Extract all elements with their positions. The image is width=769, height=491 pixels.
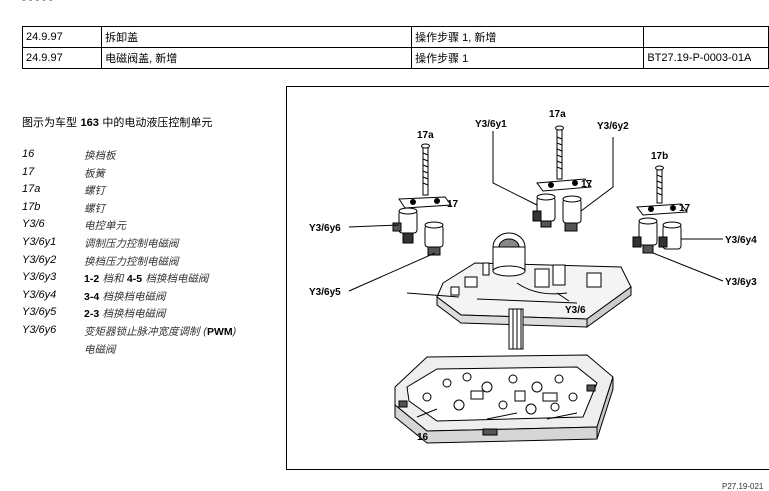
figure-caption: 图示为车型 163 中的电动液压控制单元 bbox=[22, 116, 213, 129]
legend-code: Y3/6 bbox=[22, 218, 45, 231]
list-item-continuation: 电磁阀 bbox=[22, 342, 284, 360]
solenoid-y4 bbox=[658, 221, 682, 250]
legend-description: 板簧 bbox=[84, 167, 105, 180]
list-item: 17a 螺钉 bbox=[22, 183, 284, 201]
screw-17a-top bbox=[555, 125, 564, 180]
label-17a-left: 17a bbox=[417, 130, 434, 141]
revision-ref bbox=[643, 26, 769, 48]
legend-code: Y3/6y3 bbox=[22, 271, 57, 284]
table-row: 24.9.97 拆卸盖 操作步骤 1, 新增 bbox=[21, 26, 769, 48]
label-y3: Y3/6y3 bbox=[725, 277, 757, 288]
screw-17b bbox=[655, 165, 664, 204]
label-y6: Y3/6y6 bbox=[309, 223, 341, 234]
revision-date: 24.9.97 bbox=[21, 26, 103, 48]
legend-description: 2-3 档换档电磁阀 bbox=[84, 308, 166, 321]
legend-code: Y3/6y4 bbox=[22, 288, 57, 301]
list-item: Y3/6 电控单元 bbox=[22, 218, 284, 236]
list-item: Y3/6y3 1-2 档和 4-5 档换档电磁阀 bbox=[22, 271, 284, 289]
legend-code: 16 bbox=[22, 148, 35, 160]
label-y2: Y3/6y2 bbox=[597, 121, 629, 132]
label-y4: Y3/6y4 bbox=[725, 235, 757, 246]
legend-description: 1-2 档和 4-5 档换档电磁阀 bbox=[84, 273, 209, 286]
control-unit-y36 bbox=[436, 232, 632, 350]
legend-code: Y3/6y2 bbox=[22, 253, 57, 266]
revision-ref: BT27.19-P-0003-01A bbox=[643, 47, 769, 69]
list-item: Y3/6y4 3-4 档换档电磁阀 bbox=[22, 289, 284, 307]
list-item: Y3/6y6 变矩器锁止脉冲宽度调制 (PWM) bbox=[22, 324, 284, 342]
label-17b: 17b bbox=[651, 151, 668, 162]
label-17-mid: 17 bbox=[581, 179, 593, 190]
list-item: 16 换档板 bbox=[22, 148, 284, 166]
legend-description: 换档板 bbox=[84, 150, 116, 162]
diagram-svg: 17a 17 Y3/6y6 Y3/6y5 17a Y3/6y1 Y3/6y2 1… bbox=[309, 109, 757, 444]
solenoid-y5 bbox=[424, 221, 444, 256]
list-item: Y3/6y1 调制压力控制电磁阀 bbox=[22, 236, 284, 254]
legend-description: 3-4 档换档电磁阀 bbox=[84, 290, 166, 303]
revision-table: 24.9.97 拆卸盖 操作步骤 1, 新增 24.9.97 电磁阀盖, 新增 … bbox=[21, 26, 769, 69]
shift-plate-16 bbox=[394, 354, 614, 444]
legend-code: Y3/6y1 bbox=[22, 235, 57, 248]
label-17a-top: 17a bbox=[549, 109, 566, 120]
figure-id: P27.19-021 bbox=[722, 482, 764, 491]
solenoid-y3 bbox=[632, 217, 658, 254]
legend-description: 螺钉 bbox=[84, 202, 105, 215]
revision-date: 24.9.97 bbox=[21, 47, 103, 69]
label-17-left: 17 bbox=[447, 199, 459, 210]
legend-description: 电磁阀 bbox=[84, 343, 116, 356]
label-y36: Y3/6 bbox=[565, 305, 586, 316]
legend-code: Y3/6y6 bbox=[22, 323, 57, 336]
spring-plate-left bbox=[398, 196, 452, 209]
legend-code: 17 bbox=[22, 165, 35, 178]
solenoid-y6 bbox=[392, 207, 418, 244]
hydraulic-unit-diagram: 17a 17 Y3/6y6 Y3/6y5 17a Y3/6y1 Y3/6y2 1… bbox=[286, 86, 769, 470]
revision-action: 操作步骤 1, 新增 bbox=[411, 26, 645, 48]
legend-code: 17b bbox=[22, 200, 41, 213]
label-16: 16 bbox=[417, 432, 429, 443]
legend-description: 调制压力控制电磁阀 bbox=[84, 237, 179, 250]
list-item: 17 板簧 bbox=[22, 166, 284, 184]
legend-code: 17a bbox=[22, 183, 41, 196]
table-row: 24.9.97 电磁阀盖, 新增 操作步骤 1 BT27.19-P-0003-0… bbox=[21, 47, 769, 69]
legend-description: 螺钉 bbox=[84, 185, 105, 198]
legend-description: 变矩器锁止脉冲宽度调制 (PWM) bbox=[84, 325, 237, 338]
header-remnant: - - - - - bbox=[22, 0, 53, 6]
revision-action: 操作步骤 1 bbox=[411, 47, 645, 69]
legend-description: 换档压力控制电磁阀 bbox=[84, 255, 179, 268]
solenoid-y2 bbox=[562, 195, 582, 232]
list-item: 17b 螺钉 bbox=[22, 201, 284, 219]
legend-code: Y3/6y5 bbox=[22, 306, 57, 319]
revision-item: 电磁阀盖, 新增 bbox=[101, 47, 413, 69]
list-item: Y3/6y5 2-3 档换档电磁阀 bbox=[22, 306, 284, 324]
screw-17a-left bbox=[421, 143, 430, 196]
list-item: Y3/6y2 换档压力控制电磁阀 bbox=[22, 254, 284, 272]
revision-item: 拆卸盖 bbox=[101, 26, 413, 48]
legend-list: 16 换档板 17 板簧 17a 螺钉 17b 螺钉 Y3/6 电控单元 Y3/6y1 调制压力控制电… bbox=[22, 148, 284, 359]
label-y1: Y3/6y1 bbox=[475, 119, 507, 130]
solenoid-y1 bbox=[532, 193, 556, 228]
label-17-right: 17 bbox=[679, 203, 691, 214]
legend-description: 电控单元 bbox=[84, 220, 126, 233]
label-y5: Y3/6y5 bbox=[309, 287, 341, 298]
